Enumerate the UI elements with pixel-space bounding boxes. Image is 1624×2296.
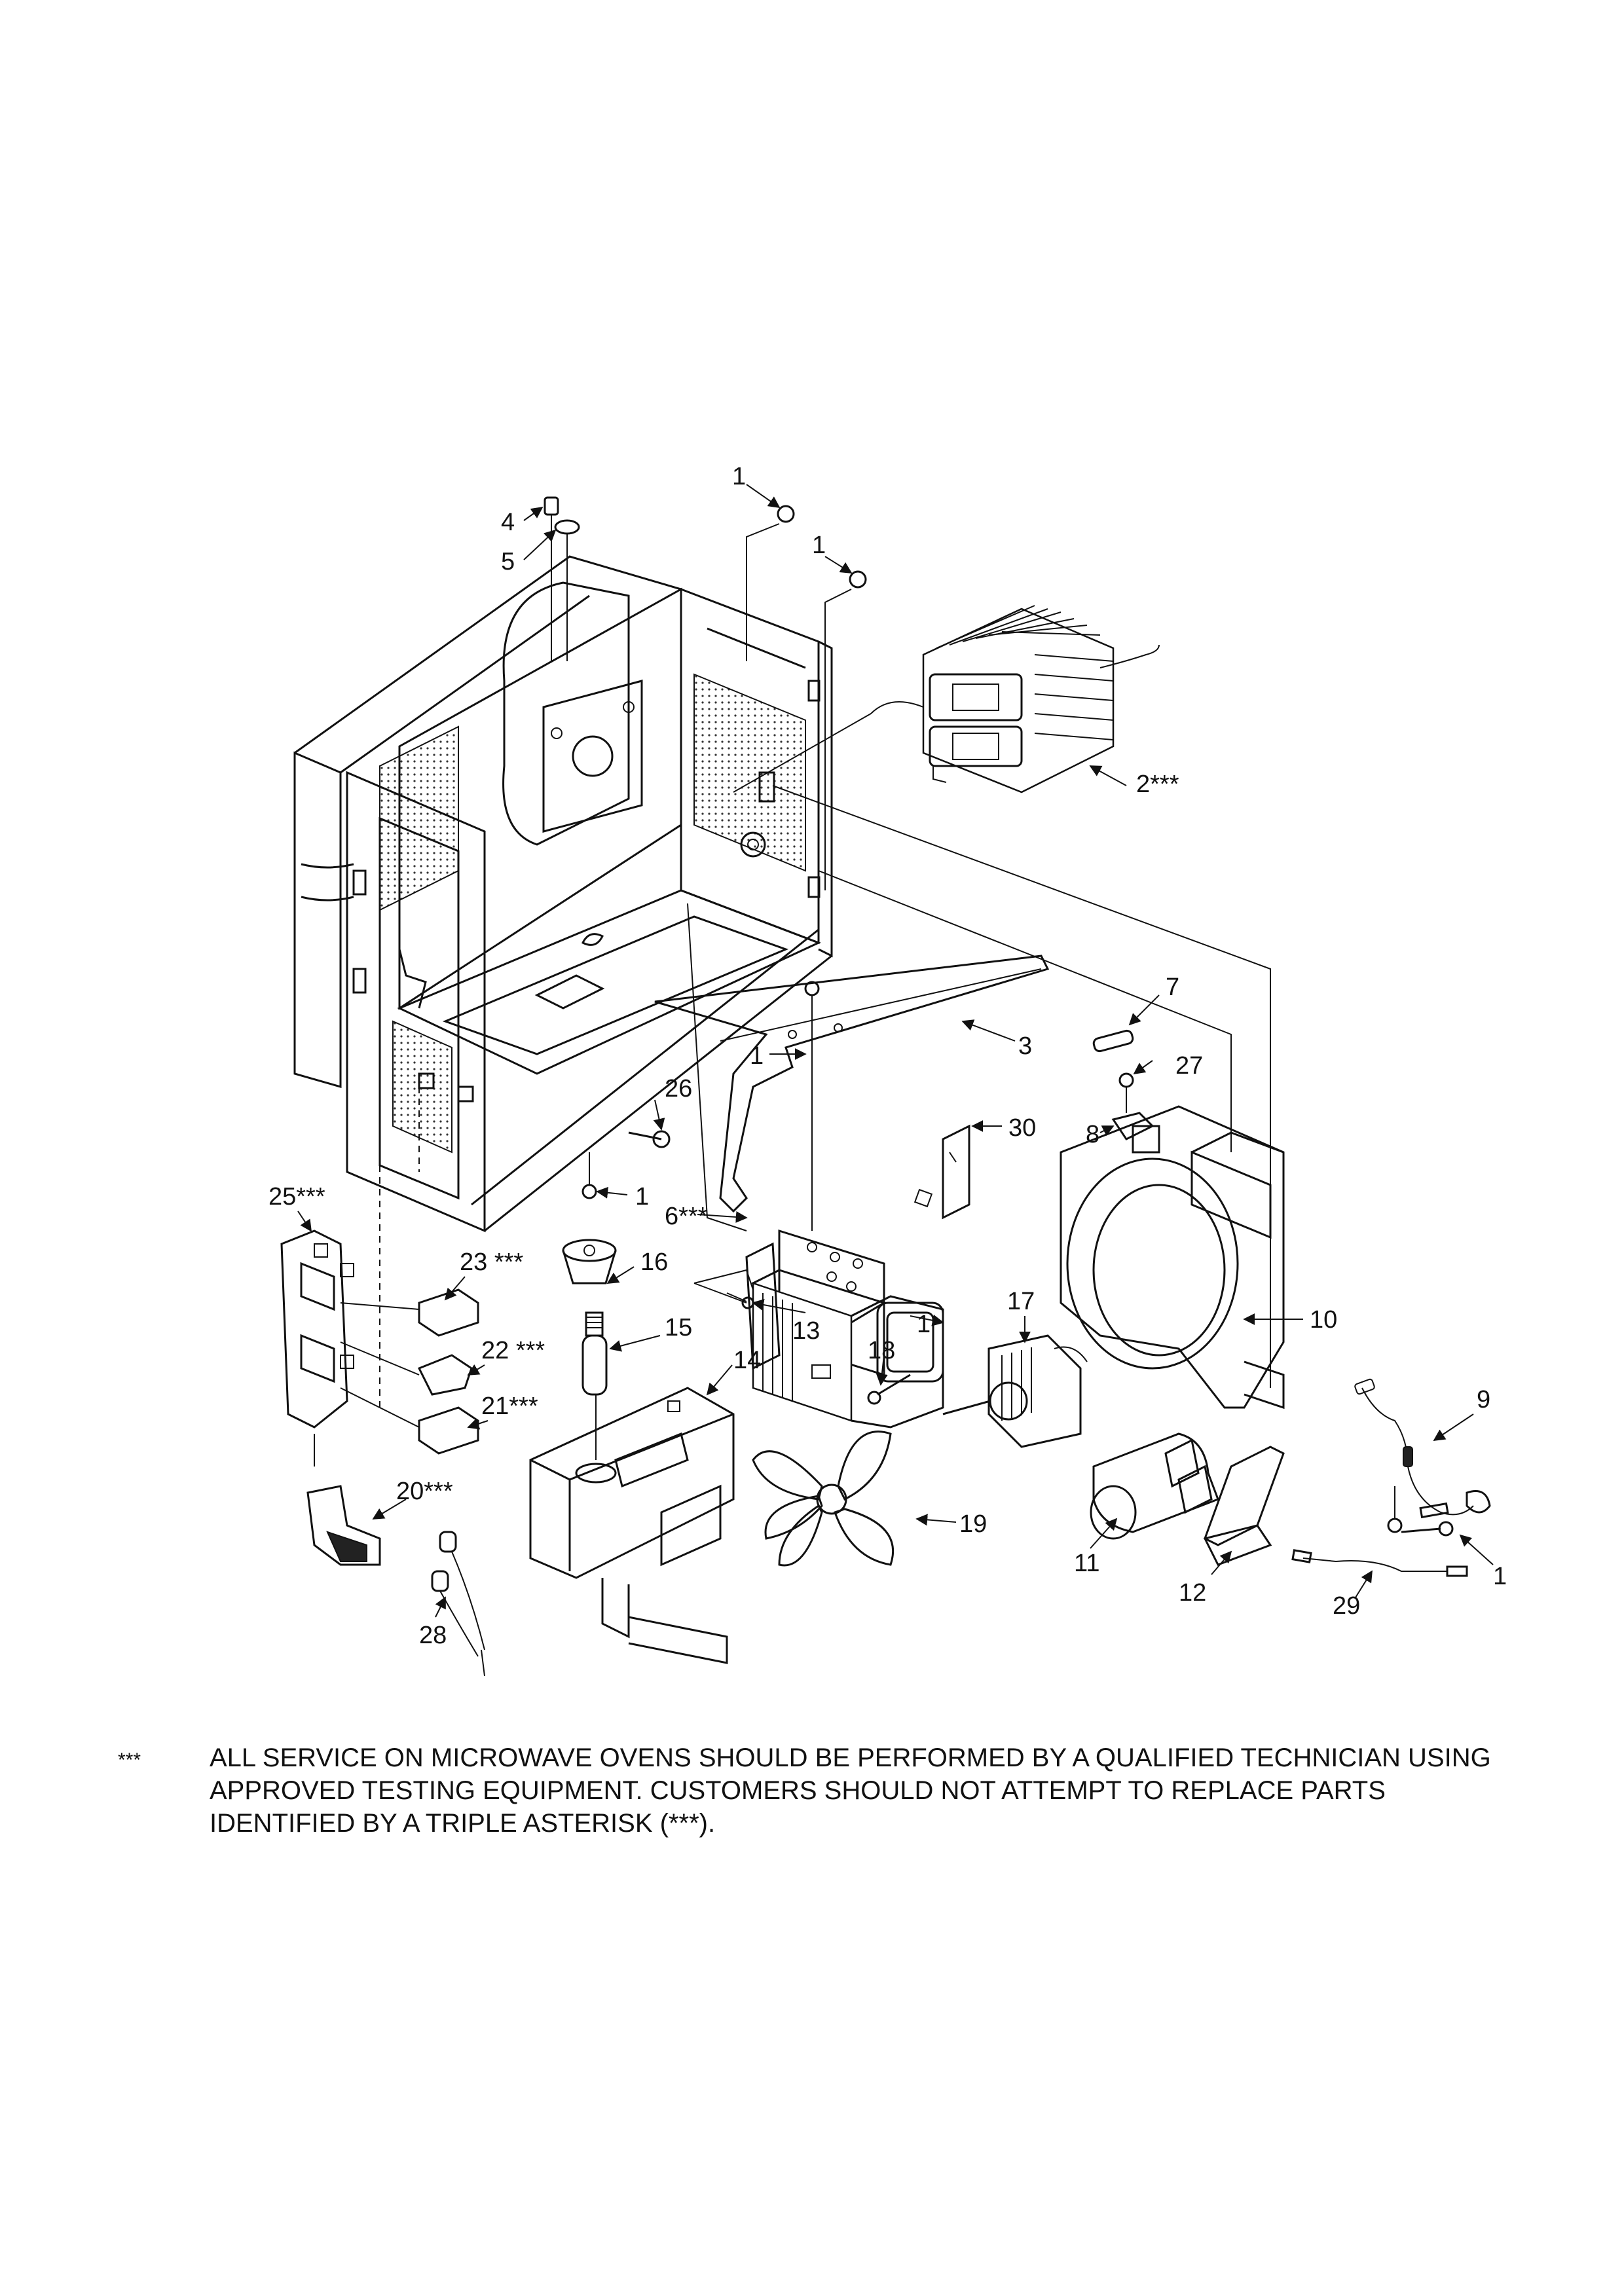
- interlock-switch-23: [340, 1288, 479, 1337]
- callout-15: 15: [665, 1314, 692, 1341]
- callout-1d: 1: [635, 1183, 649, 1211]
- callout-2: 2***: [1136, 771, 1179, 798]
- fuse: [1092, 1029, 1134, 1053]
- callout-23: 23 ***: [460, 1248, 523, 1276]
- callout-1f: 1: [1493, 1563, 1507, 1590]
- callout-19: 19: [959, 1510, 987, 1538]
- high-voltage-transformer: [870, 605, 1160, 793]
- callout-10: 10: [1310, 1306, 1337, 1334]
- callout-25: 25***: [268, 1183, 325, 1211]
- stirrer-shaft: [581, 1311, 608, 1396]
- interlock-switch-bracket: [280, 1230, 354, 1467]
- assembly-leader-lines: [595, 713, 1271, 1460]
- fan-motor: [942, 1334, 1088, 1448]
- callout-27: 27: [1175, 1052, 1203, 1080]
- callout-1b: 1: [812, 532, 826, 559]
- callout-22: 22 ***: [481, 1337, 545, 1364]
- callout-11: 11: [1074, 1550, 1099, 1577]
- interlock-switch-21: [340, 1387, 479, 1455]
- callout-12: 12: [1179, 1579, 1206, 1607]
- callout-1e: 1: [917, 1311, 931, 1338]
- callout-18: 18: [868, 1337, 895, 1364]
- callout-6: 6***: [665, 1203, 708, 1230]
- callout-28: 28: [419, 1622, 447, 1649]
- callout-29: 29: [1333, 1592, 1360, 1620]
- latch-lever: [306, 1485, 381, 1566]
- callout-8: 8: [1086, 1121, 1099, 1148]
- callout-arrows: [297, 484, 1494, 1618]
- callout-26: 26: [665, 1075, 692, 1102]
- callout-30: 30: [1008, 1114, 1036, 1142]
- callout-9: 9: [1477, 1386, 1490, 1413]
- callout-21: 21***: [481, 1393, 538, 1420]
- fan-blade: [752, 1430, 895, 1567]
- wire-harness: [1291, 1549, 1468, 1577]
- callout-20: 20***: [396, 1478, 453, 1505]
- callout-13: 13: [792, 1317, 820, 1345]
- callout-labels: 1 1 1 1 1 1 2*** 3 4 5 6*** 7 8 9 10 11 …: [268, 463, 1507, 1649]
- magnetron: [745, 1188, 944, 1429]
- callout-1c: 1: [750, 1042, 764, 1070]
- callout-4: 4: [501, 509, 515, 536]
- callout-3: 3: [1018, 1032, 1032, 1060]
- callout-7: 7: [1166, 974, 1179, 1001]
- support-bracket: [654, 955, 1050, 1213]
- oven-chassis: [293, 555, 833, 1408]
- stirrer-cover: [562, 1239, 617, 1285]
- callout-14: 14: [733, 1347, 761, 1374]
- callout-16: 16: [640, 1248, 668, 1276]
- high-voltage-diode: [1354, 1378, 1491, 1533]
- air-duct: [529, 1387, 735, 1664]
- shield-plate: [942, 1124, 970, 1220]
- callout-1a: 1: [732, 463, 746, 490]
- fan-shroud: [1060, 1105, 1285, 1410]
- callout-5: 5: [501, 548, 515, 575]
- callout-17: 17: [1007, 1288, 1035, 1315]
- capacitor-bracket: [1203, 1446, 1285, 1566]
- service-warning-note: ALL SERVICE ON MICROWAVE OVENS SHOULD BE…: [210, 1743, 1491, 1838]
- thermal-cutout: [431, 1531, 485, 1677]
- high-voltage-capacitor: [1090, 1432, 1219, 1540]
- interlock-switch-22: [340, 1341, 473, 1396]
- note-asterisk-marker: ***: [118, 1749, 141, 1771]
